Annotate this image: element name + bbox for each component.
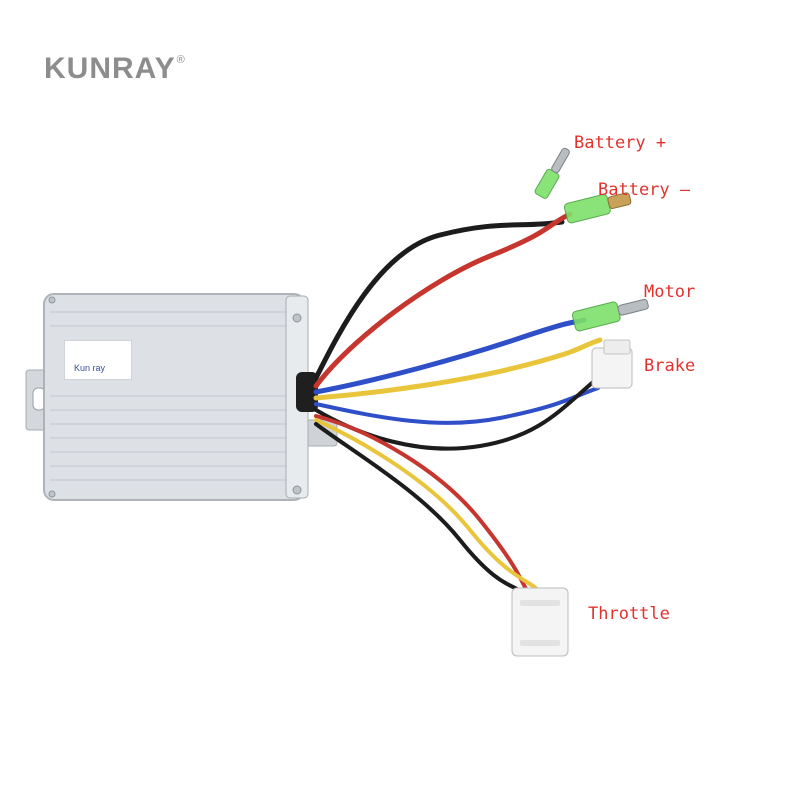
wire-red-battery <box>313 211 573 389</box>
label-motor: Motor <box>644 282 696 302</box>
sticker-text: Kun ray <box>74 363 106 373</box>
label-brake: Brake <box>644 356 696 376</box>
wire-black-battery <box>313 219 565 381</box>
battery-plus-connector <box>534 147 570 199</box>
brand-logo: KUNRAY® <box>44 52 186 86</box>
screw <box>48 490 56 498</box>
registered-mark: ® <box>176 54 186 66</box>
screw <box>48 296 56 304</box>
label-throttle: Throttle <box>588 604 670 624</box>
screw <box>292 485 302 495</box>
label-battery-minus: Battery — <box>598 180 691 200</box>
wire-yellow-throttle <box>314 418 542 594</box>
label-battery-plus: Battery + <box>574 133 667 153</box>
screw <box>292 313 302 323</box>
controller-housing <box>43 293 305 501</box>
product-sticker <box>64 340 132 380</box>
battery-minus-connector <box>563 192 632 224</box>
wire-blue-motor <box>313 317 587 395</box>
wire-black-throttle <box>314 422 522 594</box>
brake-connector <box>591 339 633 389</box>
motor-connector <box>571 298 649 332</box>
wire-grommet <box>296 372 318 412</box>
housing-fins <box>50 311 298 481</box>
brand-name: KUNRAY <box>44 52 176 85</box>
wire-yellow-motor <box>313 337 603 401</box>
throttle-connector <box>511 587 569 657</box>
